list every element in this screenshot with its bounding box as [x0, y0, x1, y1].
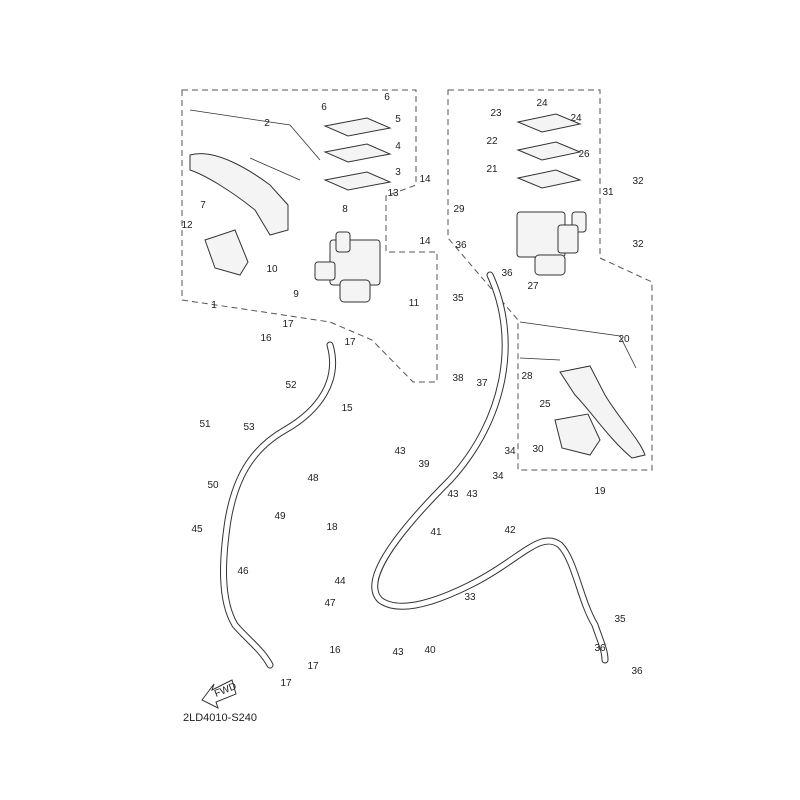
callout-32: 32: [632, 176, 644, 187]
callout-28: 28: [521, 371, 533, 382]
callout-17: 17: [344, 337, 356, 348]
callout-25: 25: [539, 399, 551, 410]
callout-43: 43: [392, 647, 404, 658]
callout-16: 16: [329, 645, 341, 656]
callout-15: 15: [341, 403, 353, 414]
right-master-cylinder: [516, 211, 587, 276]
callout-24: 24: [570, 113, 582, 124]
callout-9: 9: [293, 289, 299, 300]
callout-4: 4: [395, 141, 401, 152]
callout-24: 24: [536, 98, 548, 109]
callout-49: 49: [274, 511, 286, 522]
callout-16: 16: [260, 333, 272, 344]
callout-31: 31: [602, 187, 614, 198]
callout-36: 36: [501, 268, 513, 279]
callout-8: 8: [342, 204, 348, 215]
callout-21: 21: [486, 164, 498, 175]
callout-43: 43: [466, 489, 478, 500]
callout-3: 3: [395, 167, 401, 178]
callout-36: 36: [631, 666, 643, 677]
left-reservoir-parts: [323, 117, 392, 191]
callout-53: 53: [243, 422, 255, 433]
callout-26: 26: [578, 149, 590, 160]
drawing-code: 2LD4010-S240: [183, 712, 257, 724]
left-master-cylinder: [314, 231, 381, 303]
brake-hoses: [220, 271, 609, 669]
callout-51: 51: [199, 419, 211, 430]
left-brake-lever: [189, 153, 289, 236]
callout-1: 1: [211, 300, 217, 311]
callout-34: 34: [504, 446, 516, 457]
callout-5: 5: [395, 114, 401, 125]
callout-32: 32: [632, 239, 644, 250]
callout-48: 48: [307, 473, 319, 484]
callout-35: 35: [614, 614, 626, 625]
callout-46: 46: [237, 566, 249, 577]
callout-44: 44: [334, 576, 346, 587]
callout-17: 17: [280, 678, 292, 689]
callout-27: 27: [527, 281, 539, 292]
callout-7: 7: [200, 200, 206, 211]
left-lever-boot: [204, 229, 249, 276]
assembly-19-boundary: [447, 89, 653, 471]
callout-43: 43: [394, 446, 406, 457]
callout-38: 38: [452, 373, 464, 384]
callout-23: 23: [490, 108, 502, 119]
callout-45: 45: [191, 524, 203, 535]
callout-34: 34: [492, 471, 504, 482]
callout-42: 42: [504, 525, 516, 536]
callout-36: 36: [455, 240, 467, 251]
callout-6: 6: [384, 92, 390, 103]
callout-29: 29: [453, 204, 465, 215]
callout-12: 12: [181, 220, 193, 231]
callout-14: 14: [419, 236, 431, 247]
callout-33: 33: [464, 592, 476, 603]
right-brake-lever: [559, 365, 646, 459]
forward-arrow-icon: FWD: [201, 679, 238, 709]
callout-14: 14: [419, 174, 431, 185]
callout-47: 47: [324, 598, 336, 609]
callout-37: 37: [476, 378, 488, 389]
callout-2: 2: [264, 118, 270, 129]
callout-19: 19: [594, 486, 606, 497]
callout-13: 13: [387, 188, 399, 199]
callout-30: 30: [532, 444, 544, 455]
callout-41: 41: [430, 527, 442, 538]
callout-17: 17: [307, 661, 319, 672]
callout-52: 52: [285, 380, 297, 391]
callout-6: 6: [321, 102, 327, 113]
callout-36: 36: [594, 643, 606, 654]
callout-10: 10: [266, 264, 278, 275]
callout-35: 35: [452, 293, 464, 304]
callout-43: 43: [447, 489, 459, 500]
callout-17: 17: [282, 319, 294, 330]
right-lever-boot: [554, 413, 601, 456]
callout-18: 18: [326, 522, 338, 533]
callout-40: 40: [424, 645, 436, 656]
callout-22: 22: [486, 136, 498, 147]
callout-39: 39: [418, 459, 430, 470]
callout-11: 11: [409, 298, 420, 309]
callout-50: 50: [207, 480, 219, 491]
right-reservoir-parts: [516, 113, 582, 189]
callout-20: 20: [618, 334, 630, 345]
